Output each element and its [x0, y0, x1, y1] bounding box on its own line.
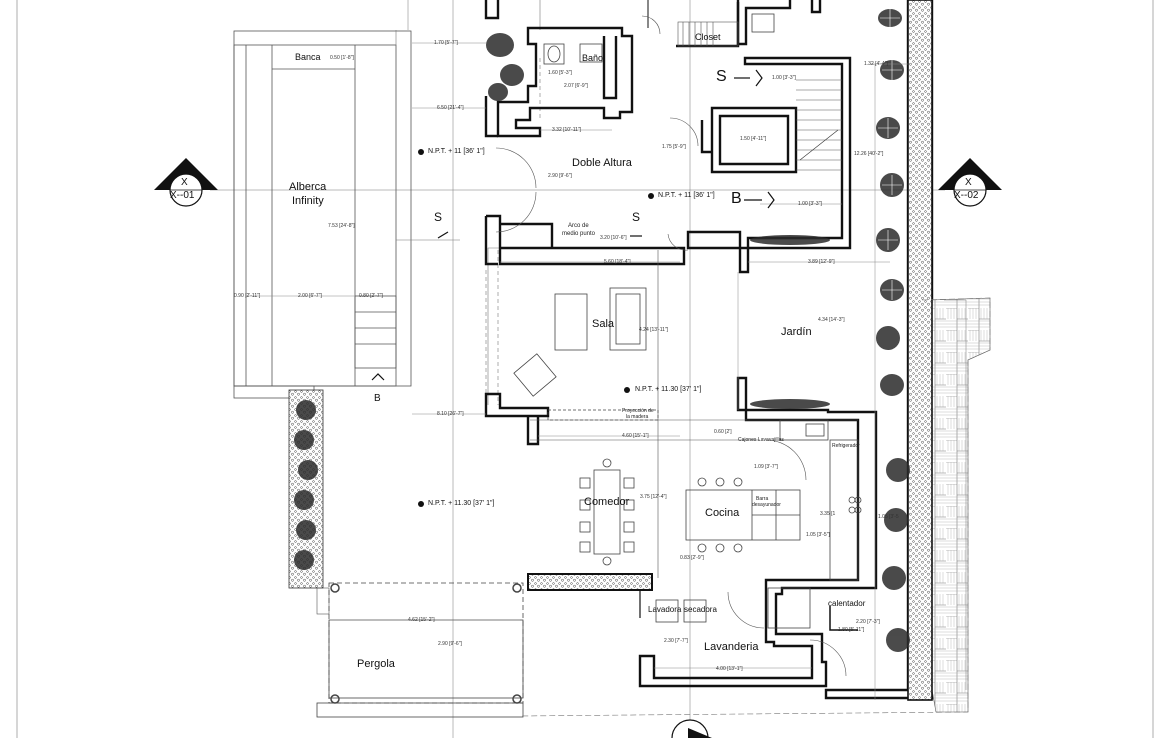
dim-650: 6.50 [21'-4"] [437, 105, 464, 111]
dim-083: 0.83 [2'-9"] [680, 555, 704, 561]
room-label-pergola: Pergola [357, 658, 395, 670]
dim-1226: 12.26 [40'-2"] [854, 151, 884, 157]
dim-460: 4.60 [15'-1"] [622, 433, 649, 439]
note-lavavajillas: Lavavajillas [758, 437, 784, 443]
dim-100b: 1.00 [3'-3"] [798, 201, 822, 207]
label-arco-1: Arco de [568, 223, 589, 229]
level-marker-icons [418, 149, 654, 507]
marker-s-corridor: S [434, 210, 443, 224]
label-arco-2: medio punto [562, 231, 596, 237]
page-frame [16, 0, 1154, 738]
note-barra-2: desayunador [752, 502, 781, 508]
dim-170: 1.70 [5'-7"] [434, 40, 458, 46]
marker-s-arch: S [632, 210, 641, 224]
doors [495, 15, 858, 677]
section-marker-left [154, 158, 218, 207]
dim-180: 1.80 [5'-11"] [838, 627, 865, 633]
room-label-comedor: Comedor [584, 496, 630, 508]
dining-table [579, 458, 635, 566]
dim-105: 1.05 [3'-5"] [806, 532, 830, 538]
axis-lines [210, 0, 945, 738]
room-label-cocina: Cocina [705, 507, 740, 519]
dim-462: 4.62 [15'-2"] [408, 617, 435, 623]
label-lavadora: Lavadora [648, 605, 682, 614]
dim-207: 2.07 [6'-9"] [564, 83, 588, 89]
room-label-alberca-2: Infinity [292, 195, 324, 207]
dim-160: 1.60 [5'-3"] [548, 70, 572, 76]
dim-banca: 0.50 [1'-8"] [330, 55, 354, 61]
note-cajones: Cajones [738, 437, 757, 443]
note-barra-1: Barra [756, 496, 769, 502]
marker-s-top: S [716, 68, 727, 85]
deck [931, 297, 991, 713]
dimension-lines [246, 42, 908, 700]
dim-375: 3.75 [12'-4"] [640, 494, 667, 500]
dim-424: 4.24 [13'-11"] [639, 327, 669, 333]
room-label-banca: Banca [295, 52, 321, 62]
dim-060: 0.60 [2'] [714, 429, 732, 435]
room-label-alberca-1: Alberca [289, 181, 327, 193]
dim-200: 2.00 [6'-7"] [298, 293, 322, 299]
room-label-sala: Sala [592, 318, 615, 330]
dim-109: 1.09 [3'-7"] [754, 464, 778, 470]
dim-230: 2.30 [7'-7"] [664, 638, 688, 644]
section-left-top: X [181, 177, 188, 188]
gravel-strip-right [907, 0, 933, 701]
room-label-closet: Closet [695, 32, 721, 42]
vegetation [294, 9, 910, 652]
dim-335: 3.35 [1 [820, 511, 836, 517]
room-label-lavanderia: Lavanderia [704, 641, 759, 653]
room-label-jardin: Jardín [781, 326, 812, 338]
level-npt-11-left: N.P.T. + 11 [36' 1"] [428, 148, 485, 155]
note-refrigerador: Refrigerador [832, 443, 860, 449]
label-secadora: secadora [684, 605, 717, 614]
dim-175: 1.75 [5'-9"] [662, 144, 686, 150]
dim-080: 0.80 [2'-7"] [359, 293, 383, 299]
terrace-lines [395, 0, 541, 405]
section-left-bottom: X--01 [170, 190, 195, 201]
dim-edge: 1.05 [3'-5 [878, 514, 899, 520]
dim-220: 2.20 [7'-3"] [856, 619, 880, 625]
vegetation-outline [878, 8, 902, 300]
dim-290b: 2.90 [9'-6"] [438, 641, 462, 647]
section-marker-right [938, 158, 1002, 207]
level-npt-1130-sala: N.P.T. + 11.30 [37' 1"] [635, 386, 702, 393]
dim-389: 3.89 [12'-9"] [808, 259, 835, 265]
direction-arrows [371, 69, 775, 381]
bath-fixtures [543, 13, 775, 65]
dim-320: 3.20 [10'-6"] [600, 235, 627, 241]
room-label-doble-altura: Doble Altura [572, 157, 632, 169]
dim-560: 5.60 [18'-4"] [604, 259, 631, 265]
dim-090: 0.90 [2'-11"] [234, 293, 261, 299]
dim-150: 1.50 [4'-11"] [740, 136, 767, 142]
marker-b-pool: B [374, 393, 381, 404]
level-npt-1130-left: N.P.T. + 11.30 [37' 1"] [428, 500, 495, 507]
lot-boundary [519, 297, 991, 717]
dim-753: 7.53 [24'-8"] [328, 223, 355, 229]
dim-332: 3.32 [10'-11"] [552, 127, 582, 133]
dim-100a: 1.00 [3'-3"] [772, 75, 796, 81]
note-proyeccion-2: la madera [626, 414, 649, 420]
dim-400: 4.00 [13'-1"] [716, 666, 743, 672]
room-label-bano: Baño [582, 53, 604, 63]
section-right-top: X [965, 177, 972, 188]
marker-b-right: B [731, 190, 742, 207]
dim-810: 8.10 [26'-7"] [437, 411, 464, 417]
section-right-bottom: X--02 [954, 190, 979, 201]
dim-434: 4.34 [14'-3"] [818, 317, 845, 323]
pergola [316, 582, 524, 718]
stairs [677, 21, 842, 171]
section-marker-bottom [671, 719, 712, 738]
sala-furniture [513, 287, 659, 421]
note-proyeccion-1: Proyección de [622, 408, 654, 414]
walls [484, 0, 934, 700]
dim-132: 1.32 [4'-4"] [864, 61, 888, 67]
level-npt-11-right: N.P.T. + 11 [36' 1"] [658, 192, 715, 199]
dim-290: 2.90 [9'-6"] [548, 173, 572, 179]
label-calentador: calentador [828, 599, 866, 608]
pool [233, 30, 412, 399]
kitchen-island [655, 419, 862, 629]
